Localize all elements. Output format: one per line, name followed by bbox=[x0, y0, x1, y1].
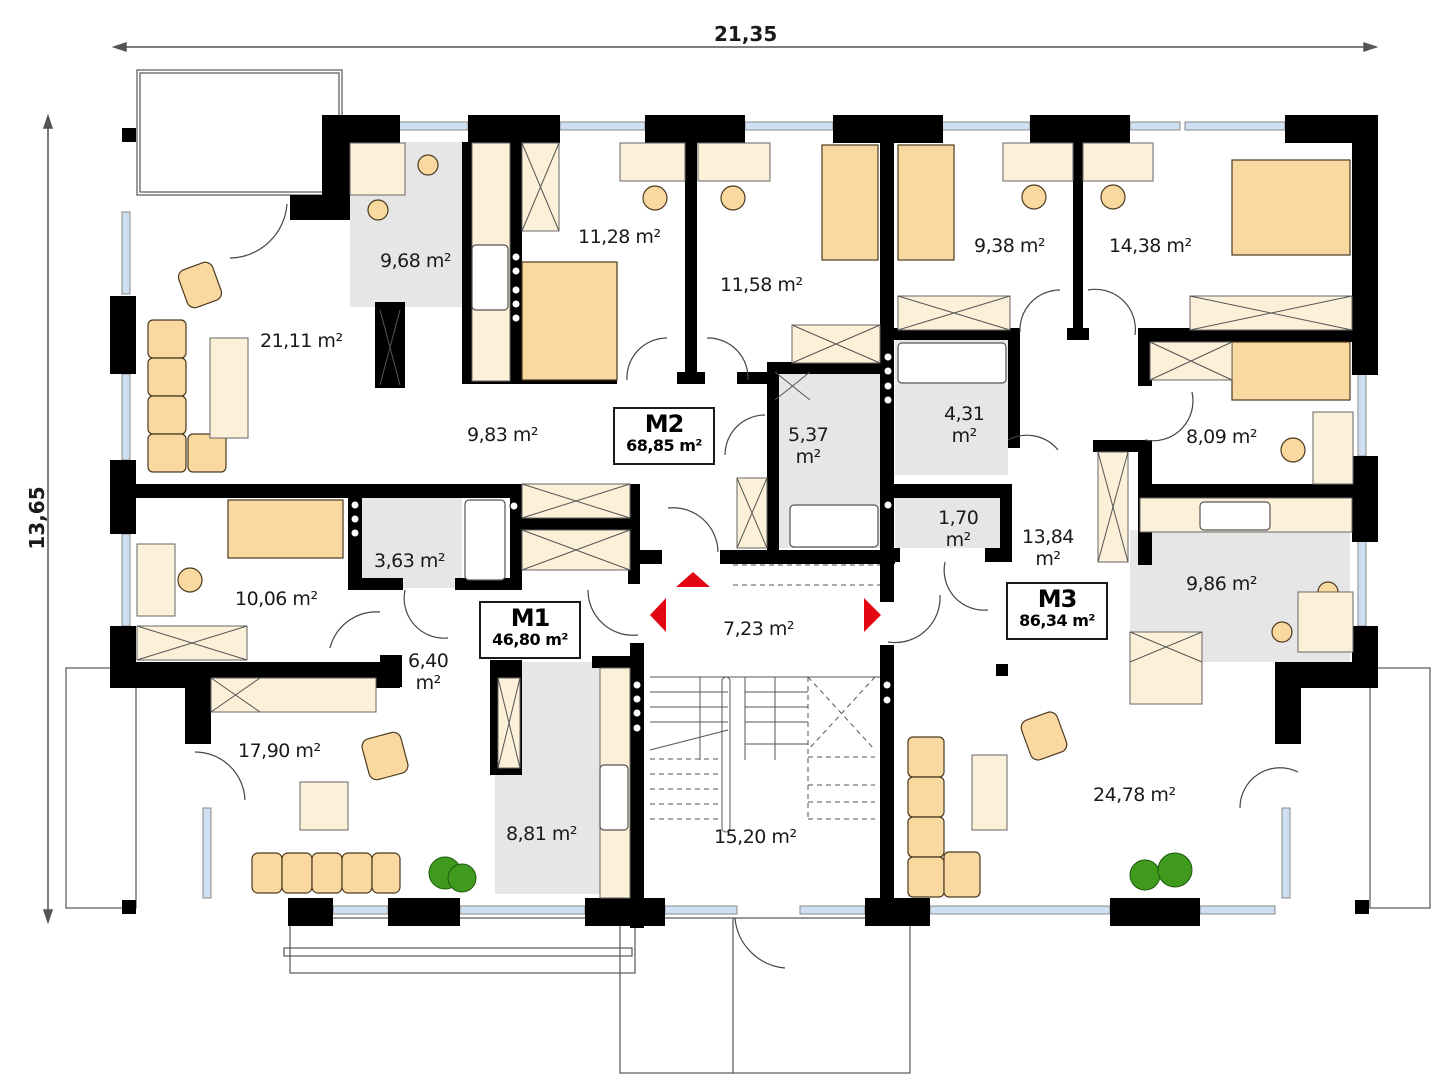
apartment-area: 86,34 m² bbox=[1019, 611, 1095, 630]
ventilation-dots bbox=[350, 252, 893, 733]
dimension-lines bbox=[42, 41, 1379, 925]
room-label-m1-living: 17,90 m² bbox=[238, 740, 321, 762]
room-label-m2-bathroom: 5,37 m² bbox=[788, 424, 829, 468]
area-unit: m² bbox=[945, 529, 972, 551]
room-label-staircase: 15,20 m² bbox=[714, 826, 797, 848]
apartment-tag-m1: M1 46,80 m² bbox=[479, 601, 581, 659]
area-unit: m² bbox=[415, 672, 442, 694]
apartment-name: M2 bbox=[644, 410, 685, 438]
room-label-m1-bathroom: 3,63 m² bbox=[374, 550, 445, 572]
room-label-m3-bathroom: 4,31 m² bbox=[944, 403, 985, 447]
room-label-m1-bedroom: 10,06 m² bbox=[235, 588, 318, 610]
staircase-lines bbox=[649, 564, 880, 833]
room-label-m1-kitchen: 8,81 m² bbox=[506, 823, 577, 845]
furniture bbox=[147, 144, 1351, 898]
area-value: 5,37 bbox=[788, 424, 829, 446]
apartment-name: M1 bbox=[510, 604, 551, 632]
area-unit: m² bbox=[1035, 548, 1061, 570]
room-label-m3-bedroom-1: 9,38 m² bbox=[974, 235, 1045, 257]
room-label-m2-hall: 9,83 m² bbox=[467, 424, 538, 446]
windows bbox=[121, 121, 1367, 915]
room-label-m3-bedroom-3: 8,09 m² bbox=[1186, 426, 1257, 448]
room-label-m2-bedroom-1: 11,28 m² bbox=[578, 226, 661, 248]
entry-marker-icons bbox=[650, 572, 881, 632]
room-label-m3-bedroom-2: 14,38 m² bbox=[1109, 235, 1192, 257]
room-label-m3-kitchen: 9,86 m² bbox=[1186, 573, 1257, 595]
apartment-tag-m2: M2 68,85 m² bbox=[613, 407, 715, 465]
room-label-landing: 7,23 m² bbox=[723, 618, 794, 640]
room-label-m3-hall: 13,84 m² bbox=[1022, 526, 1074, 570]
door-swings bbox=[194, 203, 1299, 969]
apartment-area: 46,80 m² bbox=[492, 630, 568, 649]
balconies bbox=[65, 69, 1431, 1074]
room-label-m2-kitchen: 9,68 m² bbox=[380, 250, 451, 272]
room-label-m2-living: 21,11 m² bbox=[260, 330, 343, 352]
area-value: 6,40 bbox=[408, 650, 449, 672]
room-label-m3-wc: 1,70 m² bbox=[938, 507, 979, 551]
area-value: 4,31 bbox=[944, 403, 985, 425]
area-unit: m² bbox=[795, 446, 822, 468]
area-value: 13,84 bbox=[1022, 526, 1074, 548]
plant-icons bbox=[428, 852, 1193, 893]
room-label-m1-hall: 6,40 m² bbox=[408, 650, 449, 694]
apartment-tag-m3: M3 86,34 m² bbox=[1006, 582, 1108, 640]
area-unit: m² bbox=[951, 425, 978, 447]
wardrobe-crosses bbox=[136, 142, 1353, 769]
walls bbox=[110, 115, 1378, 928]
apartment-area: 68,85 m² bbox=[626, 436, 702, 455]
width-dimension-label: 21,35 bbox=[714, 22, 778, 46]
area-value: 1,70 bbox=[938, 507, 979, 529]
apartment-name: M3 bbox=[1037, 585, 1078, 613]
height-dimension-label: 13,65 bbox=[25, 486, 49, 550]
bathtubs bbox=[464, 244, 1271, 831]
room-label-m2-bedroom-2: 11,58 m² bbox=[720, 274, 803, 296]
room-label-m3-living: 24,78 m² bbox=[1093, 784, 1176, 806]
